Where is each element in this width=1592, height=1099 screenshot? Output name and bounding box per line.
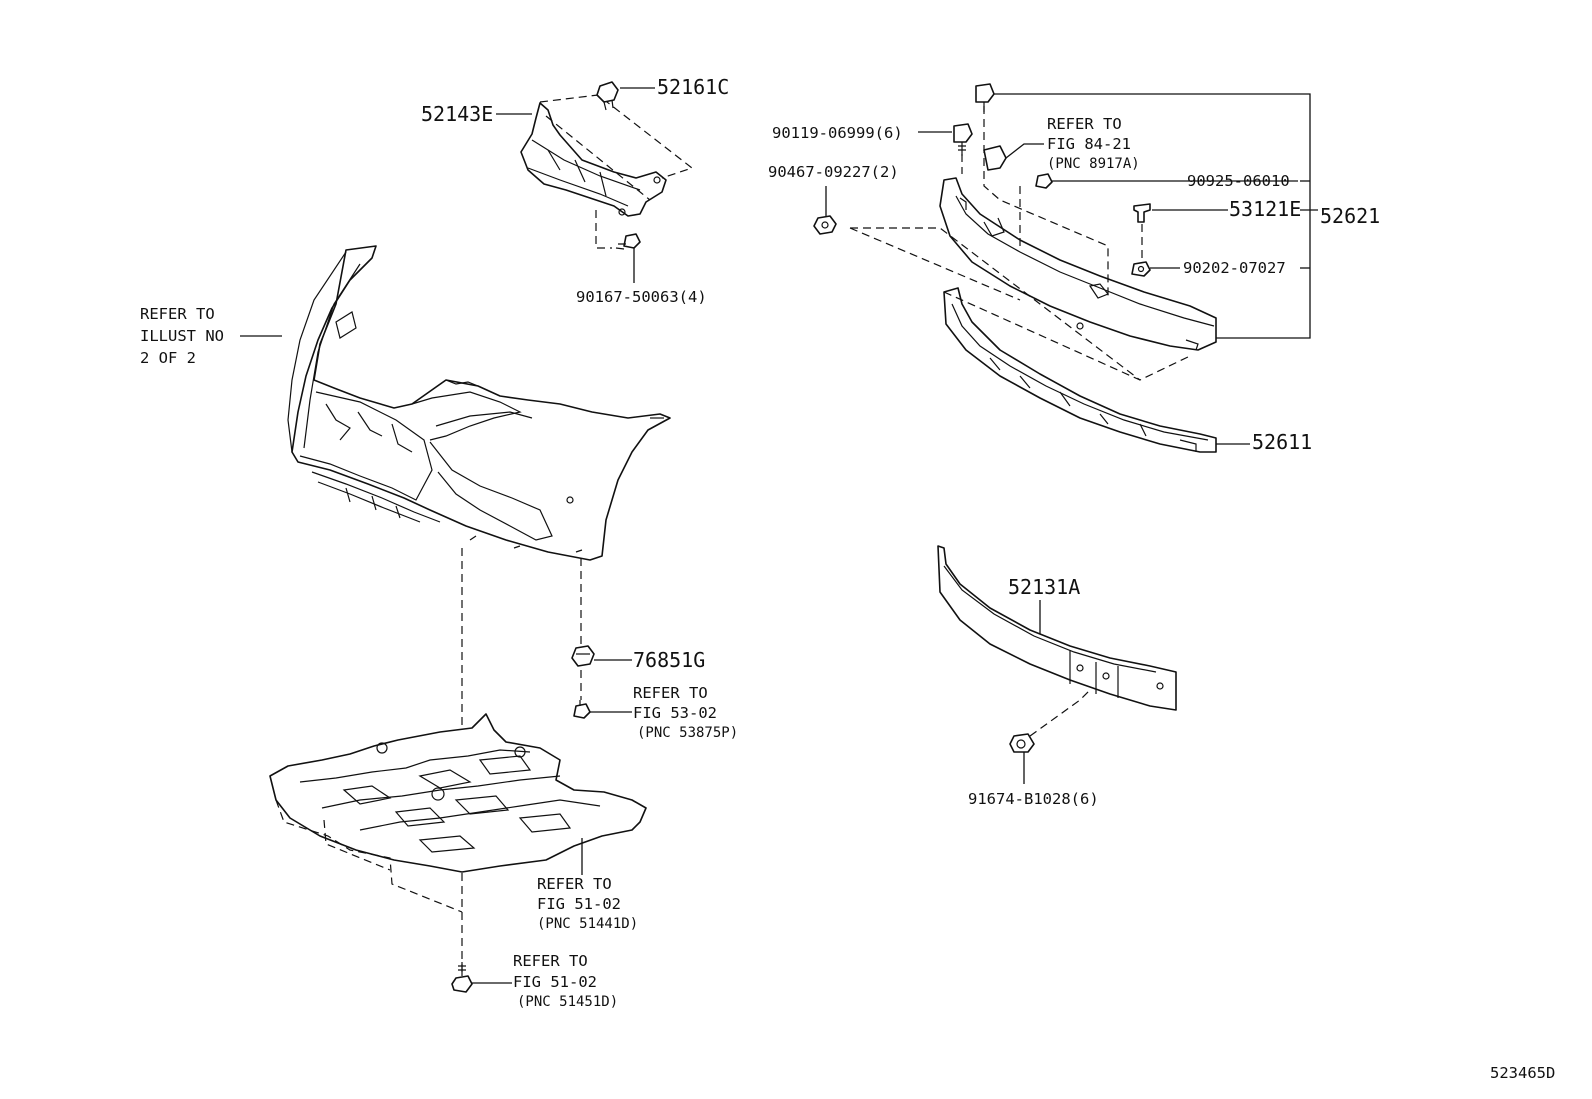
clip-icon[interactable]: [596, 81, 619, 111]
refer-51b-line1: REFER TO: [513, 952, 588, 970]
nut-icon[interactable]: [1131, 261, 1151, 277]
clip-icon[interactable]: [1035, 173, 1053, 189]
refer-51a-line2: FIG 51-02: [537, 895, 621, 913]
label-91674: 91674-B1028(6): [968, 790, 1099, 808]
label-90119: 90119-06999(6): [772, 124, 903, 142]
screw-icon[interactable]: [615, 233, 641, 250]
reinforcement-52621-part[interactable]: [939, 177, 1217, 351]
bolt-icon[interactable]: [451, 962, 473, 993]
bracket-icon: [983, 145, 1007, 171]
label-90925: 90925-06010: [1187, 172, 1290, 190]
absorber-52611-part[interactable]: [943, 287, 1217, 453]
label-90167: 90167-50063(4): [576, 288, 707, 306]
label-52621: 52621: [1320, 204, 1380, 228]
bracket-52143e-part[interactable]: [520, 102, 667, 217]
bolt-icon[interactable]: [1009, 733, 1035, 753]
refer-51a-line3: (PNC 51441D): [537, 916, 638, 932]
refer-53-line3: (PNC 53875P): [637, 725, 738, 741]
label-90467: 90467-09227(2): [768, 163, 899, 181]
diagram-id: 523465D: [1490, 1064, 1555, 1082]
splash-shield-part[interactable]: [269, 713, 647, 873]
bolt-icon[interactable]: [953, 123, 973, 156]
refer-84-line2: FIG 84-21: [1047, 135, 1131, 153]
label-52131a: 52131A: [1008, 575, 1080, 599]
label-90202: 90202-07027: [1183, 259, 1286, 277]
refer-53-line1: REFER TO: [633, 684, 708, 702]
label-53121e: 53121E: [1229, 197, 1301, 221]
reinforcement-52131a-part[interactable]: [937, 545, 1177, 711]
label-52611: 52611: [1252, 430, 1312, 454]
screw-icon[interactable]: [573, 700, 591, 719]
clip-icon[interactable]: [1133, 203, 1151, 223]
retainer-icon[interactable]: [571, 645, 595, 667]
refer-51b-line3: (PNC 51451D): [517, 994, 618, 1010]
bumper-cover-part[interactable]: [287, 245, 671, 561]
refer-51b-line2: FIG 51-02: [513, 973, 597, 991]
nut-icon[interactable]: [813, 215, 837, 235]
refer-84-line1: REFER TO: [1047, 115, 1122, 133]
label-52143e: 52143E: [421, 102, 493, 126]
label-76851g: 76851G: [633, 648, 705, 672]
refer-51a-line1: REFER TO: [537, 875, 612, 893]
refer-illust-line2: ILLUST NO: [140, 327, 224, 345]
refer-illust-line1: REFER TO: [140, 305, 215, 323]
bolt-icon[interactable]: [975, 83, 995, 112]
refer-53-line2: FIG 53-02: [633, 704, 717, 722]
label-52161c: 52161C: [657, 75, 729, 99]
refer-illust-line3: 2 OF 2: [140, 349, 196, 367]
refer-84-line3: (PNC 8917A): [1047, 156, 1140, 172]
